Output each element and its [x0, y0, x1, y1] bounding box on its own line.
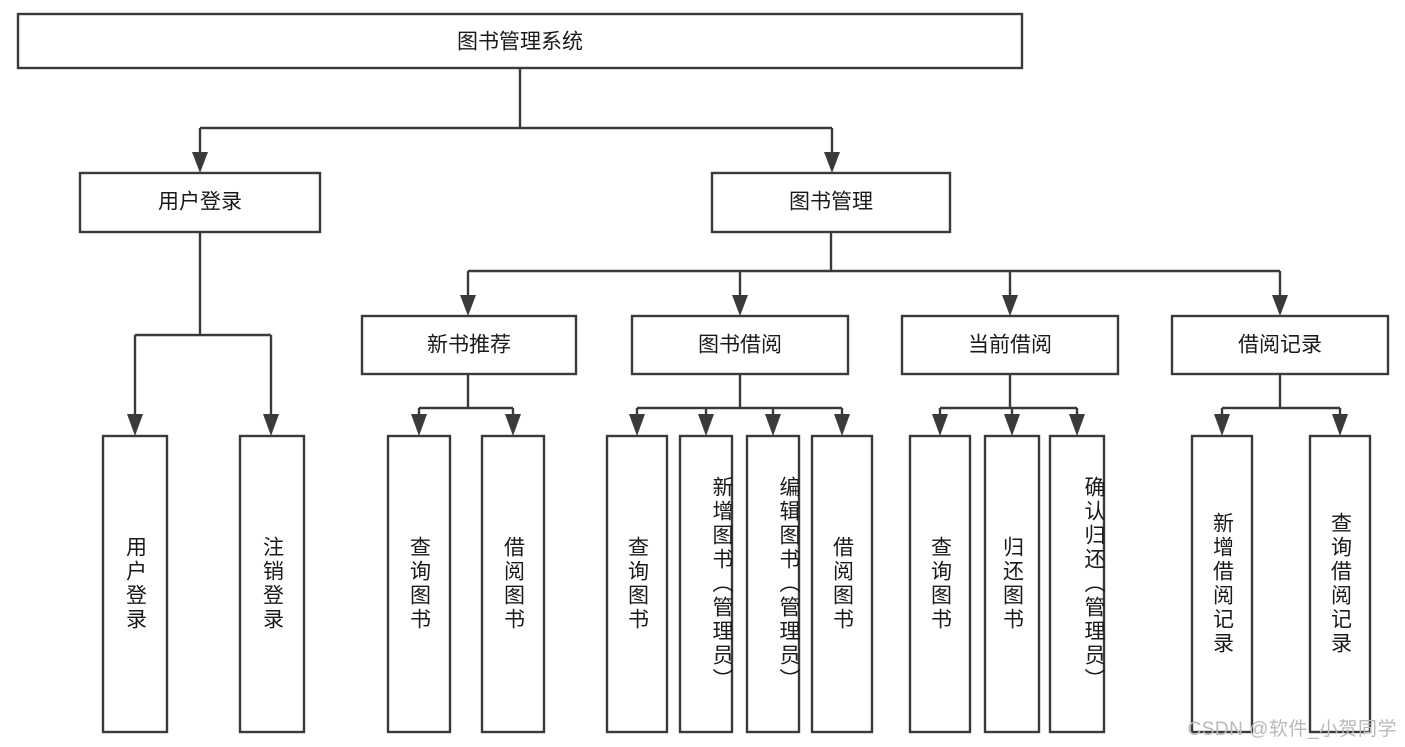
node-current-borrow-label: 当前借阅 — [968, 334, 1052, 357]
connector-current-to-leaves — [932, 374, 1085, 436]
node-book-management-label: 图书管理 — [789, 191, 873, 214]
connector-newbook-to-leaves — [411, 374, 521, 436]
leaf-box-return-book[interactable] — [983, 434, 1041, 734]
connector-borrow-to-leaves — [629, 374, 850, 436]
leaf-box-query-borrow-record[interactable] — [1308, 434, 1372, 734]
node-current-borrow-box[interactable] — [900, 314, 1120, 376]
node-new-book-recommend[interactable]: 新书推荐 — [360, 314, 578, 376]
leaf-box-borrow-book-new[interactable] — [480, 434, 546, 734]
node-current-borrow[interactable]: 当前借阅 — [900, 314, 1120, 376]
leaf-box-edit-book-admin[interactable] — [745, 434, 801, 734]
node-book-borrow-box[interactable] — [630, 314, 850, 376]
leaf-box-borrow-book[interactable] — [810, 434, 874, 734]
node-user-login-box[interactable] — [78, 171, 322, 234]
node-new-book-recommend-label: 新书推荐 — [427, 334, 511, 357]
node-book-borrow-label: 图书借阅 — [698, 334, 782, 357]
connector-records-to-leaves — [1214, 374, 1348, 436]
connector-bookmgmt-to-level3 — [460, 232, 1288, 316]
node-book-management[interactable]: 图书管理 — [710, 171, 952, 234]
leaf-box-confirm-return-admin[interactable] — [1048, 434, 1106, 734]
leaf-box-add-book-admin[interactable] — [678, 434, 734, 734]
node-root[interactable]: 图书管理系统 — [16, 12, 1024, 70]
node-user-login-label: 用户登录 — [158, 191, 242, 214]
node-book-borrow[interactable]: 图书借阅 — [630, 314, 850, 376]
connector-root-to-level2 — [192, 68, 840, 173]
node-user-login[interactable]: 用户登录 — [78, 171, 322, 234]
leaf-box-user-login[interactable] — [101, 434, 169, 734]
node-borrow-records-label: 借阅记录 — [1238, 334, 1322, 357]
leaf-box-logout[interactable] — [238, 434, 306, 734]
leaf-box-query-book-current[interactable] — [908, 434, 972, 734]
leaf-box-query-book-borrow[interactable] — [605, 434, 669, 734]
connector-userlogin-to-leaves — [127, 232, 279, 436]
node-book-management-box[interactable] — [710, 171, 952, 234]
node-root-box[interactable] — [16, 12, 1024, 70]
node-borrow-records[interactable]: 借阅记录 — [1170, 314, 1390, 376]
node-borrow-records-box[interactable] — [1170, 314, 1390, 376]
leaf-box-add-borrow-record[interactable] — [1190, 434, 1254, 734]
node-new-book-recommend-box[interactable] — [360, 314, 578, 376]
csdn-watermark: CSDN @软件_小贺同学 — [1187, 719, 1397, 740]
leaf-box-query-book-new[interactable] — [386, 434, 452, 734]
node-root-label: 图书管理系统 — [457, 31, 583, 54]
